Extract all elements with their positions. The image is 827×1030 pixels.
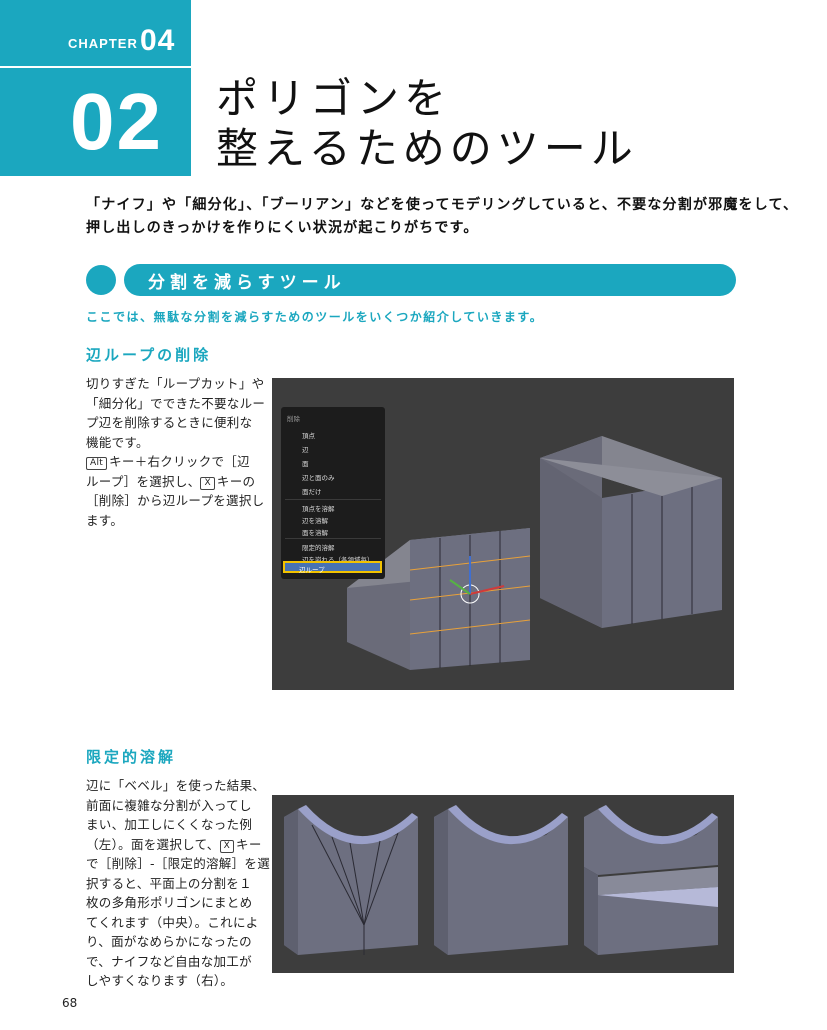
topic2-line: で、ナイフなど自由な加工が: [86, 953, 252, 969]
topic2-heading: 限定的溶解: [86, 748, 177, 766]
lead-line-1: 「ナイフ」や「細分化」、「ブーリアン」などを使ってモデリングしていると、不要な分…: [86, 197, 799, 213]
topic2-line: しやすくなります（右）。: [86, 973, 234, 988]
topic1-body: 切りすぎた「ループカット」や 「細分化」でできた不要なルー プ辺を削除するときに…: [86, 374, 266, 530]
section-bar-title: 分割を減らすツール: [148, 273, 346, 293]
menu-item-dissolve-vertices[interactable]: 頂点を溶解: [302, 505, 335, 513]
menu-item-limited-dissolve[interactable]: 限定的溶解: [302, 544, 335, 552]
topic2-body: 辺に「ベベル」を使った結果、 前面に複雑な分割が入ってし まい、加工しにくくなっ…: [86, 776, 271, 991]
menu-separator: [285, 499, 381, 500]
lead-paragraph: 「ナイフ」や「細分化」、「ブーリアン」などを使ってモデリングしていると、不要な分…: [86, 194, 799, 240]
menu-item-edges[interactable]: 辺: [302, 446, 309, 454]
x-key-icon: X: [200, 476, 215, 490]
topic1-line: プ辺を削除するときに便利な: [86, 415, 253, 430]
menu-separator: [285, 538, 381, 539]
chapter-label: CHAPTER: [68, 36, 138, 51]
menu-item-edges-faces[interactable]: 辺と面のみ: [302, 474, 335, 482]
topic2-line: まい、加工しにくくなった例: [86, 817, 253, 832]
topic1-heading: 辺ループの削除: [86, 346, 212, 364]
page-number: 68: [62, 996, 78, 1010]
page-title: ポリゴンを 整えるためのツール: [216, 74, 638, 174]
delete-context-menu[interactable]: 削除 頂点 辺 面 辺と面のみ 面だけ 頂点を溶解 辺を溶解 面を溶解 限定的溶…: [281, 407, 385, 579]
topic2-line: てくれます（中央）。これによ: [86, 914, 259, 930]
section-bullet-icon: [86, 265, 116, 295]
topic2-line: り、面がなめらかになったの: [86, 934, 252, 949]
x-key-icon: X: [219, 839, 235, 853]
chapter-number: 04: [140, 24, 176, 57]
topic2-line: 枚の多角形ポリゴンにまとめ: [86, 895, 253, 910]
band-divider: [0, 66, 191, 68]
topic1-line: 「細分化」でできた不要なルー: [86, 395, 266, 411]
topic1-line: 切りすぎた「ループカット」や: [86, 376, 265, 391]
topic1-line: ます。: [86, 512, 124, 528]
blender-viewport-screenshot-2: [272, 795, 734, 973]
menu-item-faces[interactable]: 面: [302, 460, 309, 468]
alt-key-icon: Alt: [86, 457, 108, 470]
topic2-line: 辺に「ベベル」を使った結果、: [86, 778, 266, 793]
topic2-line: 択すると、平面上の分割を１: [86, 875, 252, 891]
title-line-2: 整えるためのツール: [216, 124, 638, 173]
menu-item-only-faces[interactable]: 面だけ: [302, 488, 322, 496]
menu-item-dissolve-faces[interactable]: 面を溶解: [302, 529, 328, 537]
topic1-line: 機能です。: [86, 434, 149, 450]
menu-item-vertices[interactable]: 頂点: [302, 432, 315, 440]
blender-viewport-screenshot-1: 削除 頂点 辺 面 辺と面のみ 面だけ 頂点を溶解 辺を溶解 面を溶解 限定的溶…: [272, 378, 734, 690]
menu-item-collapse-edges[interactable]: 辺を崩れる（各領域毎）: [302, 556, 374, 564]
section-bar: 分割を減らすツール: [86, 264, 736, 296]
section-subtitle: ここでは、無駄な分割を減らすためのツールをいくつか紹介していきます。: [86, 310, 544, 324]
bevel-mesh-illustration: [284, 805, 718, 955]
topic1-line: ［削除］から辺ループを選択し: [86, 493, 265, 508]
section-pill: [124, 264, 736, 296]
title-line-1: ポリゴンを: [216, 74, 452, 123]
lead-line-2: 押し出しのきっかけを作りにくい状況が起こりがちです。: [86, 220, 479, 236]
menu-item-dissolve-edges[interactable]: 辺を溶解: [302, 517, 328, 525]
menu-item-edge-loops[interactable]: 辺ループ: [283, 561, 382, 574]
cube-illustration: [347, 436, 722, 670]
topic2-line: で［削除］‐［限定的溶解］を選: [86, 856, 271, 871]
chapter-band: CHAPTER 04 02: [0, 0, 191, 176]
topic2-line: 前面に複雑な分割が入ってし: [86, 797, 252, 813]
menu-title: 削除: [287, 415, 300, 423]
section-number: 02: [70, 77, 163, 166]
